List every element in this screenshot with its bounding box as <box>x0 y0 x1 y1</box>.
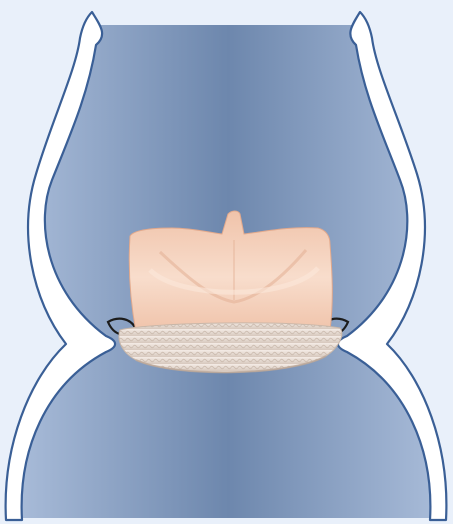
prosthetic-valve <box>108 211 348 372</box>
valve-leaflets <box>129 211 332 332</box>
